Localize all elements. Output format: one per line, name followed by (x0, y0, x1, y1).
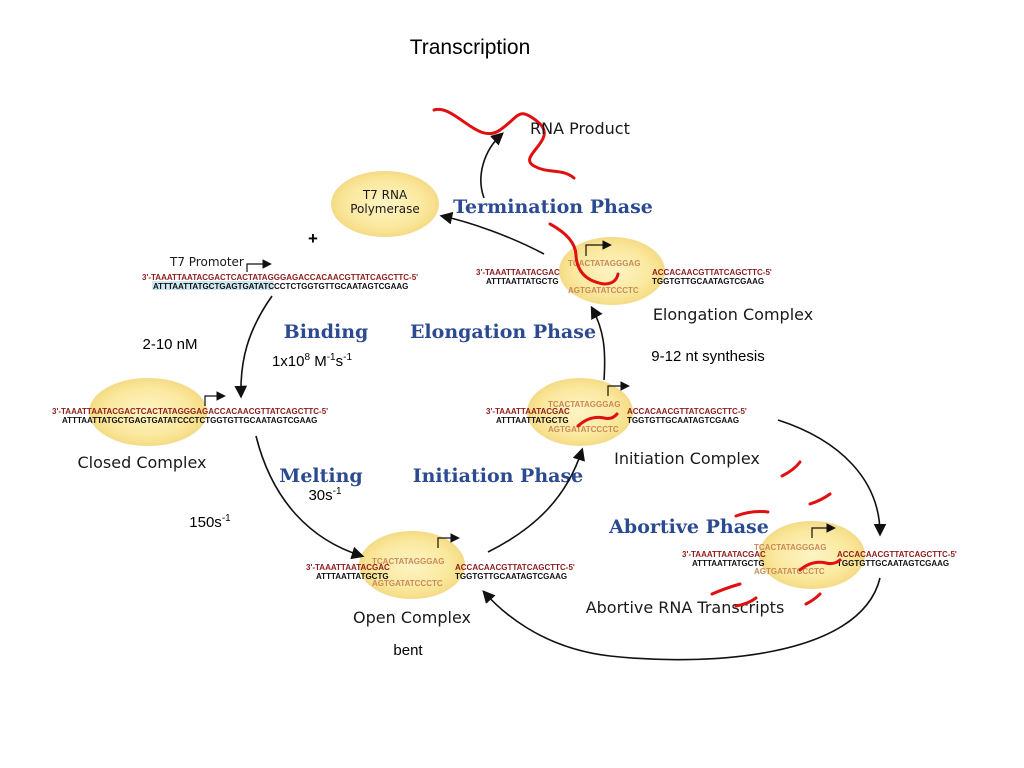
initiation-complex: 3'-TAAATTAATACGAC TCACTATAGGGAG ACCACAAC… (486, 378, 760, 468)
initiation-nascent-rna (576, 412, 619, 428)
synthesis-note: 9-12 nt synthesis (651, 348, 764, 365)
plus-sign: + (308, 229, 318, 248)
rna-product-label: RNA Product (530, 119, 630, 138)
elongation-complex-label: Elongation Complex (653, 305, 813, 324)
abortive-fragment (734, 510, 770, 518)
rna-product: RNA Product (432, 108, 630, 180)
polymerase-blob (331, 171, 439, 237)
elongation-top-bubble: TCACTATAGGGAG (568, 259, 640, 268)
phase-melting: Melting (279, 465, 362, 487)
phase-abortive: Abortive Phase (608, 516, 769, 538)
rna-product-strand (432, 108, 576, 180)
abortive-polymerase-blob (759, 521, 865, 589)
abortive-transcripts-label: Abortive RNA Transcripts (586, 598, 785, 617)
abortive-fragment (780, 460, 802, 478)
initiation-complex-label: Initiation Complex (614, 449, 760, 468)
promoter-highlight (152, 281, 274, 290)
closed-bottom-strand: ATTTAATTATGCTGAGTGATATCCCTCTGGTGTTGCAATA… (62, 416, 317, 425)
elongation-tss-arrow (585, 240, 612, 256)
elongation-bottom-bubble: AGTGATATCCCTC (568, 286, 639, 295)
abortive-bottom-bubble: AGTGATATCCCTC (754, 567, 825, 576)
promoter-label: T7 Promoter (169, 255, 244, 269)
abortive-fragment (710, 582, 742, 596)
phase-initiation: Initiation Phase (413, 465, 584, 487)
arrow-melting (255, 435, 365, 560)
open-polymerase-blob (359, 531, 465, 599)
initiation-tss-arrow (607, 381, 630, 396)
closed-complex: 3'-TAAATTAATACGACTCACTATAGGGAGACCACAACGT… (52, 378, 328, 472)
phase-elongation: Elongation Phase (410, 321, 596, 343)
melting-rate-slow-note: 150s-1 (189, 513, 231, 531)
bent-note: bent (393, 642, 423, 659)
arrow-termination-to-polymerase (439, 211, 545, 255)
elongation-nascent-rna (548, 222, 620, 286)
elongation-complex: 3'-TAAATTAATACGAC TCACTATAGGGAG ACCACAAC… (476, 222, 813, 365)
initiation-top-right: ACCACAACGTTATCAGCTTC-5' (627, 407, 747, 416)
elongation-bottom-right: TGGTGTTGCAATAGTCGAAG (652, 277, 764, 286)
arrow-initiation (487, 447, 585, 553)
closed-top-strand: 3'-TAAATTAATACGACTCACTATAGGGAGACCACAACGT… (52, 407, 328, 416)
open-bottom-right: TGGTGTTGCAATAGTCGAAG (455, 572, 567, 581)
initiation-bottom-right: TGGTGTTGCAATAGTCGAAG (627, 416, 739, 425)
elongation-top-right: ACCACAACGTTATCAGCTTC-5' (652, 268, 772, 277)
abortive-top-bubble: TCACTATAGGGAG (754, 543, 826, 552)
melting-rate-fast-note: 30s-1 (308, 486, 342, 504)
free-polymerase: T7 RNA Polymerase (331, 171, 439, 237)
abortive-top-right: ACCACAACGTTATCAGCTTC-5' (837, 550, 957, 559)
phase-binding: Binding (284, 321, 369, 343)
abortive-complex: 3'-TAAATTAATACGAC TCACTATAGGGAG ACCACAAC… (586, 521, 957, 617)
binding-rate-note: 1x108 M-1s-1 (272, 352, 353, 370)
abortive-top-left: 3'-TAAATTAATACGAC (682, 550, 766, 559)
elongation-bottom-left: ATTTAATTATGCTG (486, 277, 559, 286)
diagram-title: Transcription (410, 36, 531, 59)
abortive-fragment (804, 592, 822, 606)
open-tss-arrow (437, 533, 460, 548)
open-complex-label: Open Complex (353, 608, 471, 627)
polymerase-label-line2: Polymerase (350, 202, 420, 216)
abortive-bottom-right: TGGTGTTGCAATAGTCGAAG (837, 559, 949, 568)
arrow-abortive-return (482, 577, 881, 661)
abortive-bottom-left: ATTTAATTATGCTG (692, 559, 765, 568)
free-promoter-dna: T7 Promoter 3'-TAAATTAATACGACTCACTATAGGG… (142, 255, 418, 291)
abortive-fragment (808, 492, 832, 506)
initiation-polymerase-blob (527, 378, 633, 446)
abortive-nascent-rna (798, 558, 842, 572)
open-top-bubble: TCACTATAGGGAG (372, 557, 444, 566)
open-complex: 3'-TAAATTAATACGAC TCACTATAGGGAG ACCACAAC… (306, 531, 575, 659)
phase-termination: Termination Phase (453, 196, 653, 218)
promoter-top-strand: 3'-TAAATTAATACGACTCACTATAGGGAGACCACAACGT… (142, 273, 418, 282)
initiation-top-bubble: TCACTATAGGGAG (548, 400, 620, 409)
open-bottom-bubble: AGTGATATCCCTC (372, 579, 443, 588)
arrow-elongation (590, 305, 606, 381)
arrow-binding (234, 295, 273, 399)
initiation-bottom-left: ATTTAATTATGCTG (496, 416, 569, 425)
arrow-to-abortive (777, 419, 887, 537)
abortive-rna-fragments (710, 460, 832, 608)
polymerase-label-line1: T7 RNA (362, 188, 408, 202)
promoter-tss-arrow (246, 259, 272, 272)
promoter-bottom-strand: ATTTAATTATGCTGAGTGATATCCCTCTGGTGTTGCAATA… (153, 282, 408, 291)
abortive-tss-arrow (811, 523, 836, 538)
closed-complex-label: Closed Complex (77, 453, 206, 472)
closed-tss-arrow (204, 391, 226, 406)
open-top-left: 3'-TAAATTAATACGAC (306, 563, 390, 572)
open-bottom-left: ATTTAATTATGCTG (316, 572, 389, 581)
open-top-right: ACCACAACGTTATCAGCTTC-5' (455, 563, 575, 572)
closed-polymerase-blob (89, 378, 207, 446)
initiation-bottom-bubble: AGTGATATCCCTC (548, 425, 619, 434)
concentration-note: 2-10 nM (142, 336, 197, 353)
abortive-fragment (734, 596, 758, 608)
initiation-top-left: 3'-TAAATTAATACGAC (486, 407, 570, 416)
arrow-termination-to-rna (480, 132, 504, 199)
elongation-top-left: 3'-TAAATTAATACGAC (476, 268, 560, 277)
